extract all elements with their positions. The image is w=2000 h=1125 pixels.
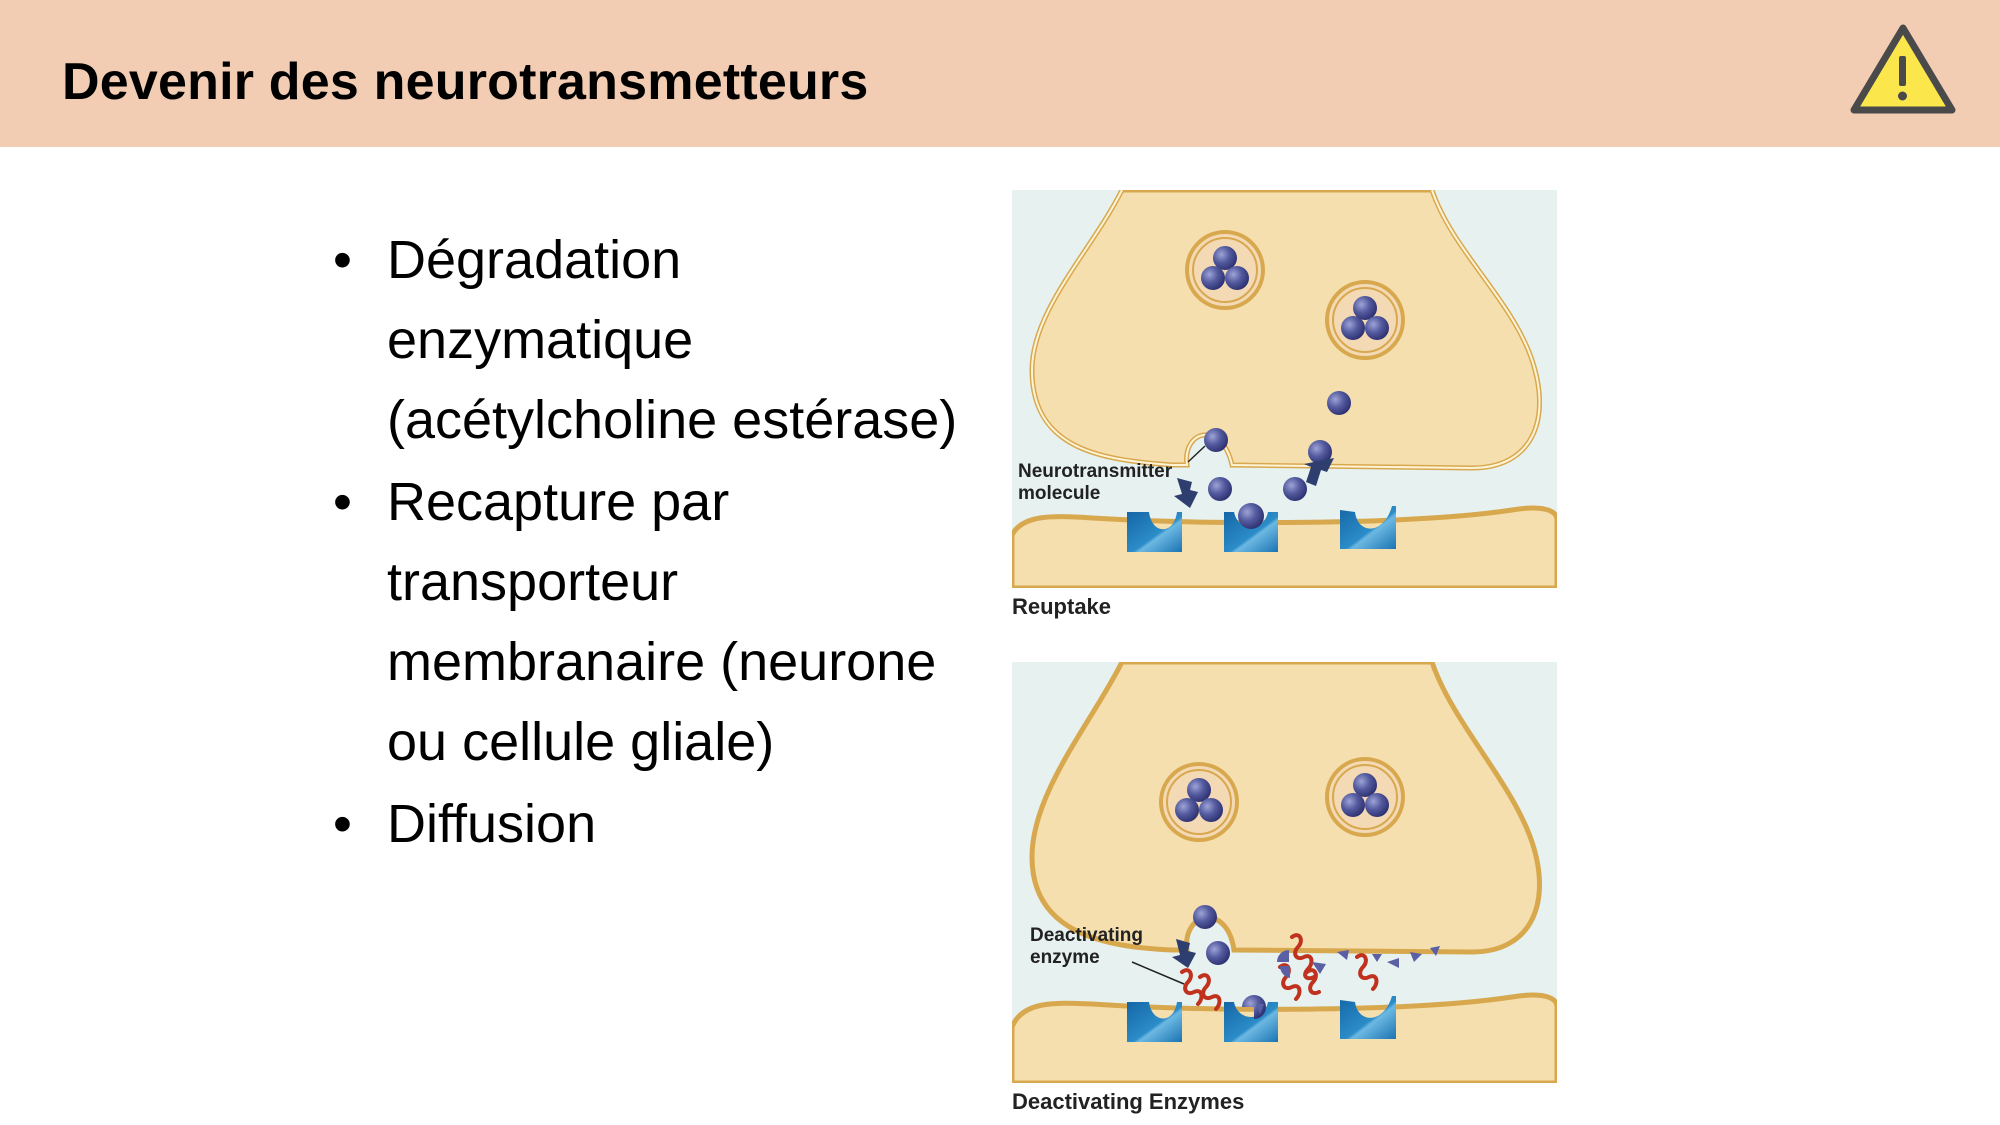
vesicle [1325,757,1405,837]
receptor [1224,512,1278,552]
vesicle [1159,762,1239,842]
deactivating-enzymes-figure: Deactivating enzyme Deactivating Enzymes [1012,662,1557,1115]
receptor [1340,996,1396,1039]
deactivating-label: Deactivating [1030,925,1143,946]
slide-header: Devenir des neurotransmetteurs [0,0,2000,147]
reuptake-synapse-illustration: Neurotransmitter molecule [1012,190,1557,588]
neurotransmitter-molecule [1283,477,1307,501]
bullet-dot-icon: • [333,230,352,290]
arrow-icon [1172,939,1196,968]
bullet-list: •Dégradation enzymatique (acétylcholine … [325,220,965,866]
neurotransmitter-molecule [1206,941,1230,965]
arrow-icon [1304,458,1334,486]
bullet-item: •Diffusion [325,784,965,864]
bullet-dot-icon: • [333,794,352,854]
vesicle [1185,230,1265,310]
reuptake-caption: Reuptake [1012,594,1112,619]
neurotransmitter-molecule [1308,440,1332,464]
enzyme-label: enzyme [1030,947,1100,968]
warning-triangle-icon [1850,24,1956,114]
deactivating-enzymes-synapse-illustration: Deactivating enzyme [1012,662,1557,1083]
vesicle [1325,280,1405,360]
bullet-item: •Dégradation enzymatique (acétylcholine … [325,220,965,460]
neurotransmitter-molecule [1327,391,1351,415]
molecule-fragments [1277,946,1440,978]
slide-title: Devenir des neurotransmetteurs [62,53,869,111]
neurotransmitter-molecule [1208,477,1232,501]
receptor [1340,506,1396,549]
bullet-dot-icon: • [333,472,352,532]
neurotransmitter-molecule [1204,428,1228,452]
enzymes-caption: Deactivating Enzymes [1012,1089,1245,1114]
molecule-label: molecule [1018,483,1100,504]
arrow-icon [1174,478,1198,508]
reuptake-figure: Neurotransmitter molecule Reuptake [1012,190,1557,620]
neurotransmitter-molecule [1193,905,1217,929]
receptor [1127,512,1182,552]
receptor [1127,1002,1182,1042]
neurotransmitter-label: Neurotransmitter [1018,461,1173,482]
bullet-item: •Recapture par transporteur membranaire … [325,462,965,782]
